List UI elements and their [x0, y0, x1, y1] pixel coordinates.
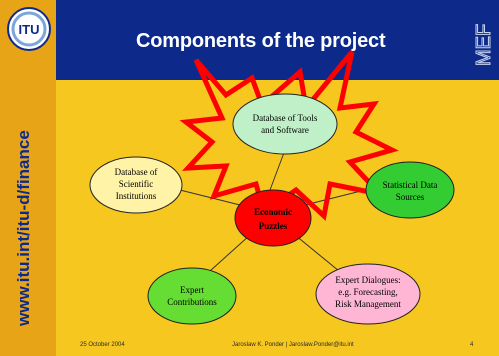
svg-text:ITU: ITU [19, 22, 40, 37]
node-expert-dialogues-line1: Expert Dialogues: [335, 275, 400, 285]
node-expert-dialogues [315, 263, 421, 325]
node-tools [232, 93, 338, 155]
node-expert-contributions [147, 267, 237, 325]
header-corner [466, 0, 499, 80]
node-expert-contributions-line1: Expert [180, 285, 204, 295]
node-expert-dialogues-line3: Risk Management [335, 299, 401, 309]
node-statistical [365, 161, 455, 219]
slide-title: Components of the project [136, 30, 386, 52]
node-expert-contributions-line2: Contributions [167, 297, 217, 307]
node-scientific-line3: Institutions [116, 191, 157, 201]
node-tools-line2: and Software [261, 125, 309, 135]
node-center-line1: Economic [254, 207, 292, 217]
connector-statistical [304, 189, 366, 206]
footer-author: Jaroslaw K. Ponder | Jaroslaw.Ponder@itu… [232, 342, 354, 348]
node-expert-dialogues-line2: e.g. Forecasting, [338, 287, 397, 297]
itu-logo: ITU [7, 7, 51, 51]
svg-text:MEF: MEF [473, 24, 495, 66]
node-scientific-line1: Database of [115, 167, 158, 177]
node-center-line2: Puzzles [259, 221, 288, 231]
mef-mark: MEF [473, 23, 496, 66]
node-scientific-line2: Scientific [119, 179, 154, 189]
footer-date: 25 October 2004 [80, 342, 125, 348]
node-center [234, 189, 312, 247]
node-scientific [89, 156, 183, 214]
node-tools-line1: Database of Tools [253, 113, 318, 123]
node-statistical-line1: Statistical Data [383, 180, 438, 190]
connector-tools [269, 149, 286, 191]
footer-page: 4 [470, 342, 474, 348]
slide-header-bar [56, 0, 466, 80]
connector-scientific [179, 189, 241, 206]
node-statistical-line2: Sources [396, 192, 425, 202]
